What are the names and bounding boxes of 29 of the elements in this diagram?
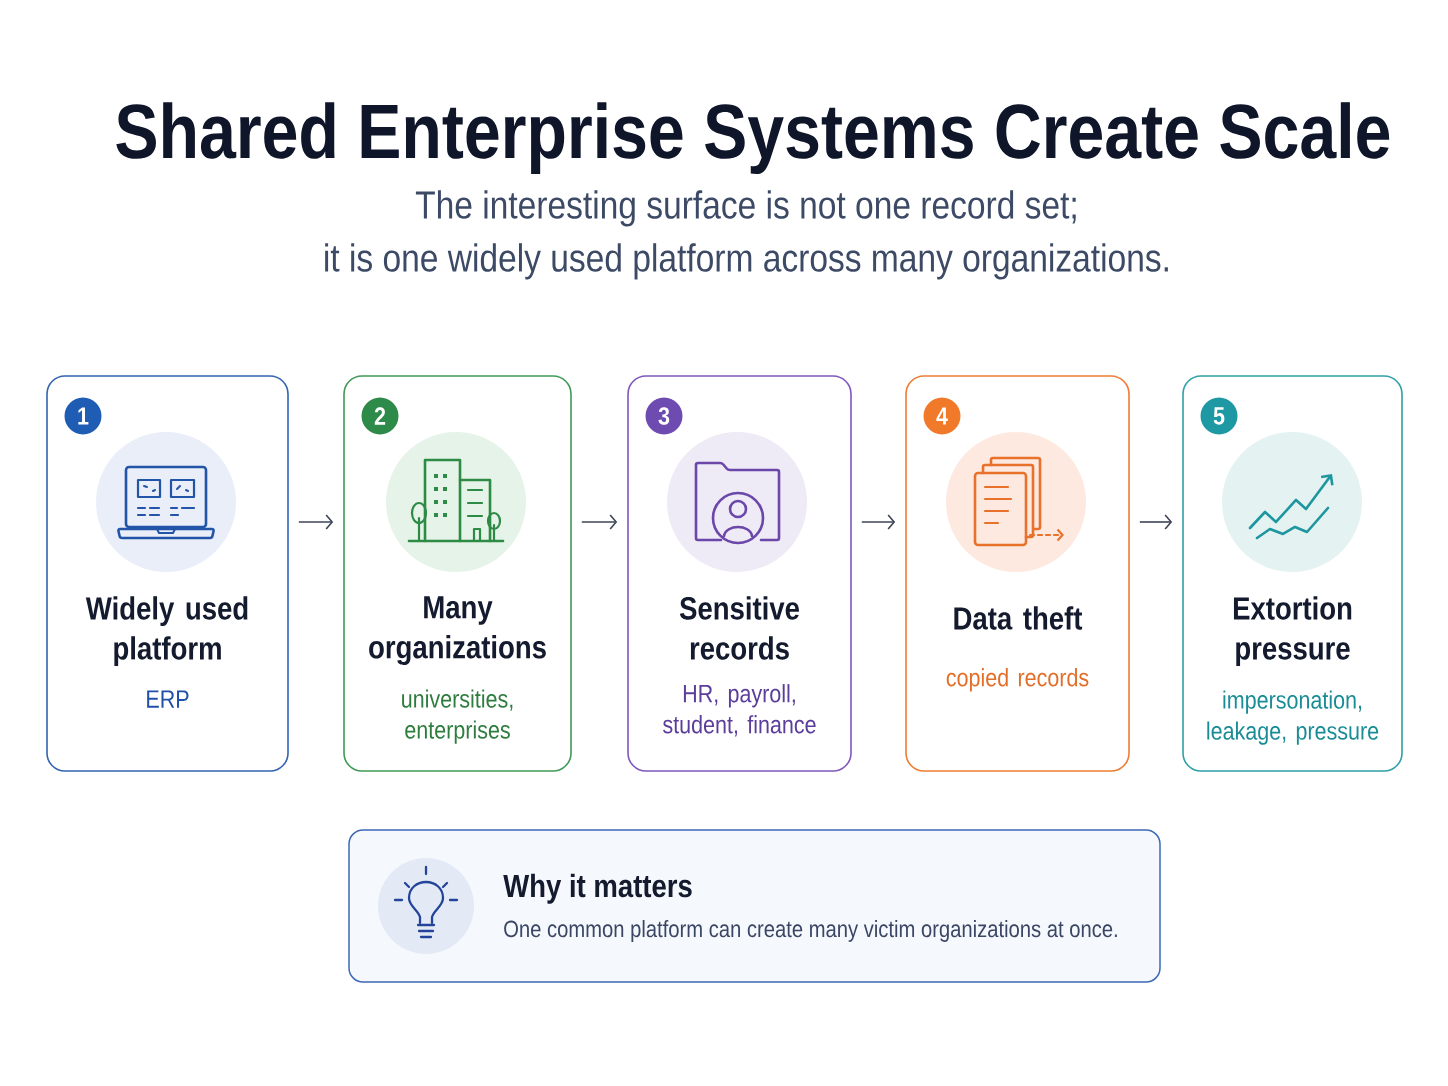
arrow (298, 514, 334, 530)
panel-heading: Why it matters (503, 873, 692, 904)
card-description: HR, payroll, student, finance (663, 684, 816, 737)
arrow (861, 514, 896, 530)
number-badge: 4 (923, 397, 961, 435)
card-description: universities, enterprises (402, 689, 513, 744)
number-badge: 3 (645, 397, 683, 435)
arrow (581, 514, 618, 530)
step-card (627, 375, 852, 772)
card-heading: Data theft (954, 606, 1083, 630)
number-badge: 1 (64, 397, 102, 435)
card-heading: Many organizations (369, 596, 546, 665)
step-card (46, 375, 289, 772)
subtitle: The interesting surface is not one record set; it is one widely used platform across many organizations. (325, 190, 1168, 280)
title: Shared Enterprise Systems Create Scale (116, 102, 1390, 174)
step-card (343, 375, 572, 772)
panel-text: One common platform can create many victim organizations at once. (504, 920, 1117, 942)
number-badge: 5 (1200, 397, 1238, 435)
arrow (1139, 514, 1173, 530)
card-heading: Extortion pressure (1233, 596, 1352, 666)
number-badge: 2 (361, 397, 399, 435)
step-card (1182, 375, 1403, 772)
card-heading: Sensitive records (679, 596, 799, 660)
card-description: ERP (147, 690, 189, 708)
info-panel (348, 829, 1161, 983)
card-description: copied records (946, 668, 1089, 692)
card-description: impersonation, leakage, pressure (1207, 690, 1379, 745)
card-heading: Widely used platform (85, 596, 248, 666)
step-card (905, 375, 1130, 772)
